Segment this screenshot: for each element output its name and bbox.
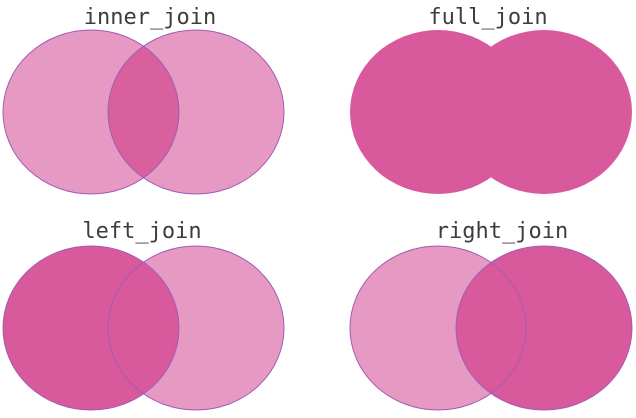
panel-title: right_join <box>436 219 568 244</box>
right-table-outline <box>455 245 633 411</box>
panel-left-join: left_join <box>2 219 285 411</box>
left-table-outline <box>2 245 180 411</box>
left-table-outline <box>2 29 180 195</box>
overlap-region <box>456 30 526 194</box>
right-table-outline <box>107 29 285 195</box>
panel-full-join: full_join <box>350 5 632 194</box>
panel-title: left_join <box>82 219 201 244</box>
overlap-region <box>108 30 179 194</box>
right-table-outline <box>107 245 285 411</box>
panel-inner-join: inner_join <box>2 5 285 195</box>
overlap-region <box>108 246 179 410</box>
left-table-outline <box>349 245 527 411</box>
panel-right-join: right_join <box>349 219 633 411</box>
overlap-region <box>456 246 526 410</box>
panel-title: full_join <box>428 5 547 30</box>
panel-title: inner_join <box>84 5 216 30</box>
